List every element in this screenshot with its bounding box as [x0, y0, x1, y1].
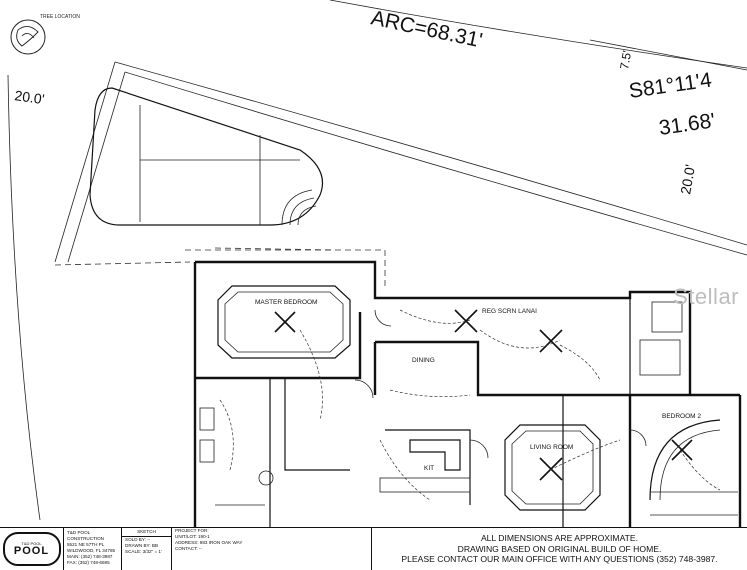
company-name: T&D POOL CONSTRUCTION [67, 530, 105, 541]
project-info: PROJECT FOR: UNIT/LOT: 190-1 ADDRESS: 98… [172, 528, 372, 570]
bearing-leader [589, 39, 747, 71]
bearing-label: S81°11'4 [627, 69, 713, 103]
living-tray-ceiling [504, 424, 601, 511]
bedroom2-label: BEDROOM 2 [662, 413, 701, 420]
lot-left-line [54, 61, 116, 263]
company-address-1: 5521 NE 57TH PL [67, 542, 105, 547]
ceiling-fan-icon [539, 329, 563, 353]
company-info: T&D POOL CONSTRUCTION 5521 NE 57TH PL WI… [64, 528, 122, 570]
note-line: DRAWING BASED ON ORIGINAL BUILD OF HOME. [457, 543, 662, 554]
scale: SCALE: 3/32" = 1' [125, 549, 162, 554]
watermark-text: Stellar [673, 284, 739, 309]
project-contact: CONTACT: -- [175, 546, 202, 551]
ceiling-fan-icon [539, 457, 563, 481]
sketch-info: SKETCH SOLD BY: -- DRAWN BY: BB SCALE: 3… [122, 528, 172, 570]
logo-subtext: T&D POOL [21, 541, 42, 546]
doors [354, 309, 647, 459]
dining-label: DINING [412, 357, 435, 364]
bedroom2-arc [649, 419, 721, 501]
ceiling-fan-icon [274, 311, 296, 333]
project-address: ADDRESS: 983 IRON OAK WAY [175, 540, 243, 545]
closet-rods [215, 491, 738, 516]
drawn-by: DRAWN BY: BB [125, 543, 159, 548]
sketch-header: SKETCH [122, 528, 171, 537]
logo-cell: T&D POOL POOL [0, 528, 64, 570]
project-header: PROJECT FOR: [175, 528, 209, 533]
company-logo: T&D POOL POOL [2, 532, 61, 566]
lanai-label: REG SCRN LANAI [482, 308, 537, 315]
kitchen-counter [379, 439, 471, 493]
arc-label: ARC=68.31' [369, 6, 484, 52]
lot-boundary-line [114, 61, 747, 246]
company-main-phone: MAIN: (352) 748-3987 [67, 554, 113, 559]
tree-symbol [10, 19, 46, 55]
note-line: PLEASE CONTACT OUR MAIN OFFICE WITH ANY … [401, 554, 718, 565]
ceiling-fan-icon [454, 309, 478, 333]
master-tray-ceiling [217, 285, 351, 359]
lot-west-boundary [7, 74, 41, 521]
bath-fixtures [199, 301, 683, 486]
logo-text: POOL [13, 545, 50, 557]
living-room-label: LIVING ROOM [530, 444, 573, 451]
pool-outline [89, 87, 324, 226]
lot-arc-line [329, 0, 747, 69]
title-block: T&D POOL POOL T&D POOL CONSTRUCTION 5521… [0, 527, 747, 570]
pool-step-arcs [281, 189, 317, 226]
note-line: ALL DIMENSIONS ARE APPROXIMATE. [480, 533, 639, 544]
ceiling-fan-icon [671, 439, 693, 461]
site-plan-drawing: TREE LOCATION ARC=68.31' S81°11'4 31.68'… [7, 0, 747, 527]
tree-location-label: TREE LOCATION [40, 14, 80, 20]
company-address-2: WILDWOOD, FL 34785 [67, 548, 116, 553]
lot-left-line-2 [67, 71, 126, 263]
master-bedroom-label: MASTER BEDROOM [255, 299, 317, 306]
setback-right-label: 20.0' [677, 163, 698, 195]
company-fax: FAX: (352) 748-6695 [67, 560, 110, 565]
project-unit: UNIT/LOT: 190-1 [175, 534, 210, 539]
lot-boundary-line-2 [124, 71, 747, 256]
setback-line [54, 261, 191, 266]
electrical-wiring [219, 309, 721, 501]
kitchen-label: KIT [424, 465, 434, 472]
setback-left-label: 20.0' [14, 87, 46, 107]
setback-small-label: 7.5' [617, 49, 634, 70]
notes-cell: ALL DIMENSIONS ARE APPROXIMATE. DRAWING … [372, 528, 747, 570]
sold-by: SOLD BY: -- [125, 537, 151, 542]
distance-label: 31.68' [657, 109, 716, 140]
house-outline-dashed [185, 249, 386, 290]
